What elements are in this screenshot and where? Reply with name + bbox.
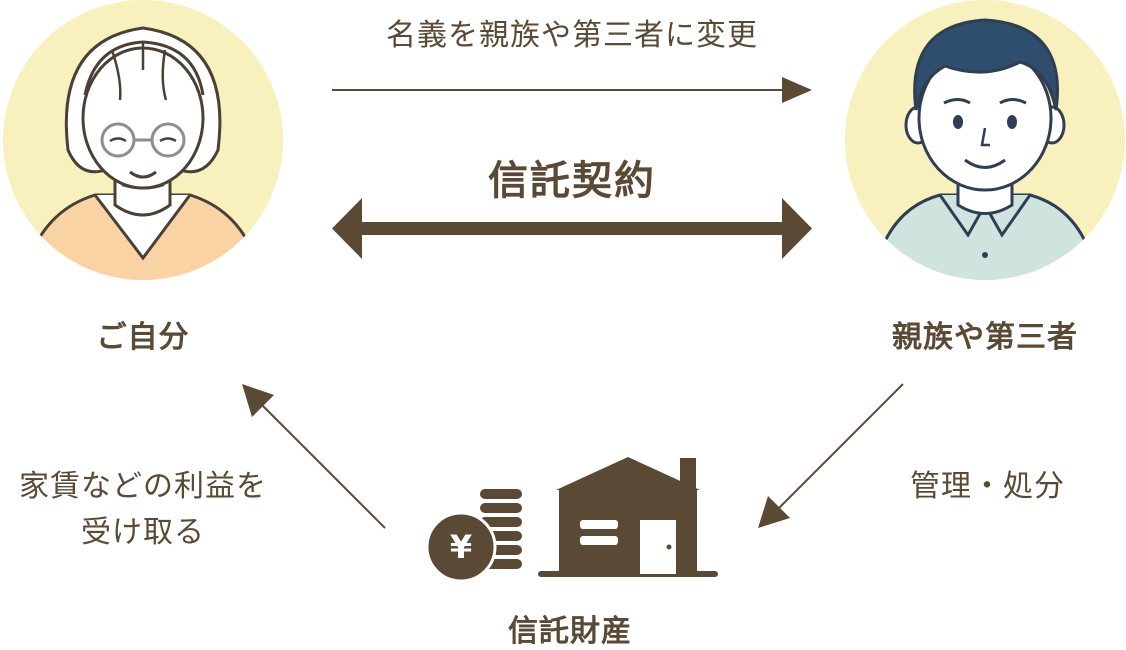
receive-profits-label-line2: 受け取る <box>81 515 205 550</box>
contract-double-arrow <box>332 198 812 259</box>
trust-contract-label: 信託契約 <box>488 158 656 204</box>
relative-person-illustration <box>845 0 1125 280</box>
receive-profits-label-line1: 家賃などの利益を <box>19 469 267 504</box>
trust-asset-label: 信託財産 <box>508 614 632 649</box>
manage-arrow <box>758 383 904 528</box>
profit-arrow <box>242 384 386 529</box>
yen-symbol: ¥ <box>449 528 473 566</box>
self-label: ご自分 <box>96 320 190 355</box>
transfer-name-label: 名義を親族や第三者に変更 <box>386 18 758 53</box>
manage-dispose-label: 管理・処分 <box>910 469 1065 504</box>
trust-asset-illustration <box>425 457 718 583</box>
transfer-name-arrow <box>332 77 812 103</box>
house-icon <box>538 457 718 577</box>
relatives-label: 親族や第三者 <box>892 320 1078 355</box>
elderly-person-illustration <box>3 0 283 280</box>
yen-coin-icon <box>425 511 497 583</box>
